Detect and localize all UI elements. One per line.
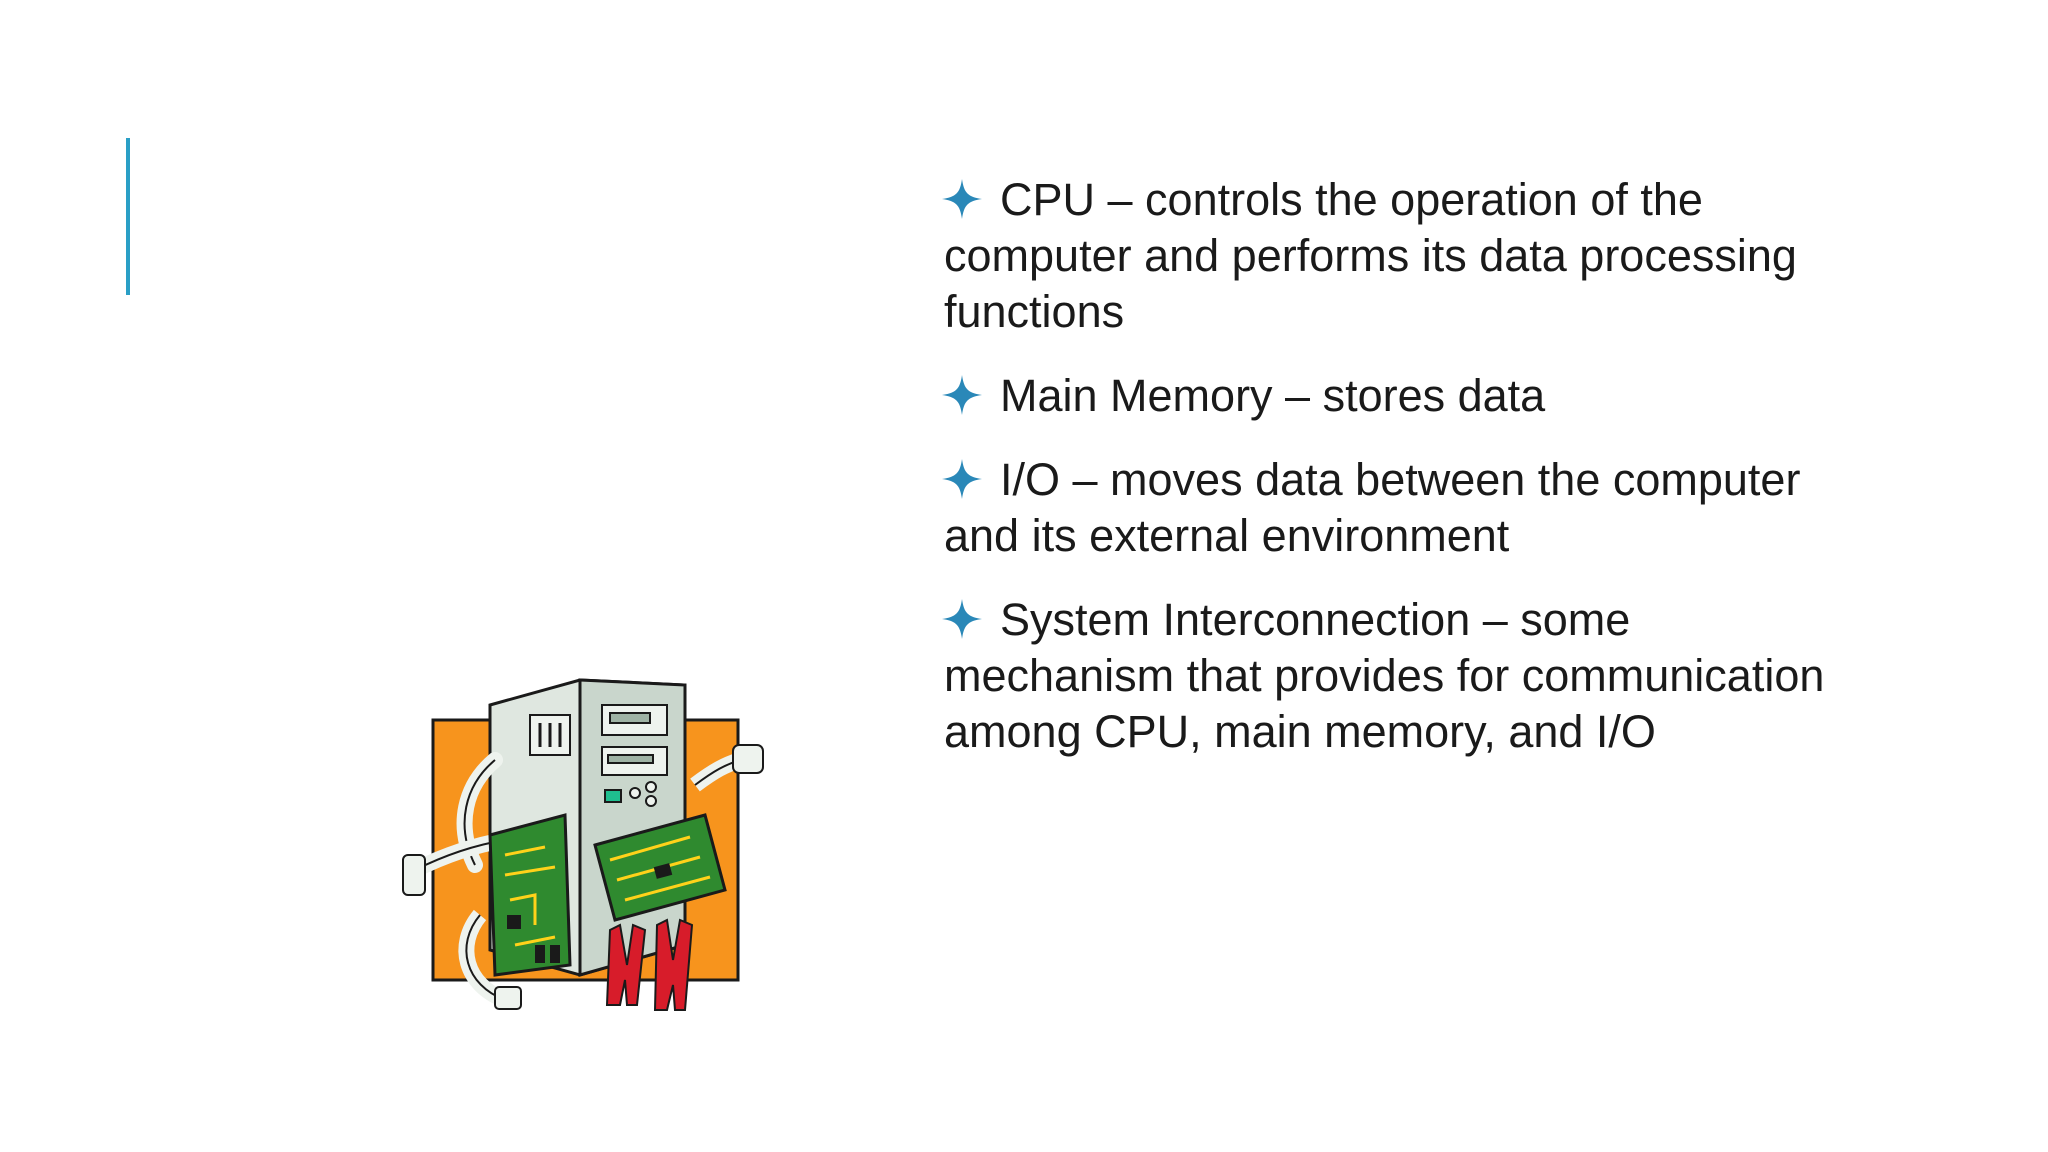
four-point-star-icon [942, 459, 982, 499]
bullet-item-cpu: CPU – controls the operation of the comp… [942, 172, 1864, 340]
bullet-item-system-interconnection: System Interconnection – some mechanism … [942, 592, 1864, 760]
bullet-item-main-memory: Main Memory – stores data [942, 368, 1864, 424]
bullet-list: CPU – controls the operation of the comp… [942, 172, 1864, 788]
bullet-text: Main Memory – stores data [1000, 370, 1546, 421]
four-point-star-icon [942, 599, 982, 639]
bullet-text: I/O – moves data between the computer an… [944, 454, 1801, 561]
four-point-star-icon [942, 179, 982, 219]
bullet-item-io: I/O – moves data between the computer an… [942, 452, 1864, 564]
bullet-text: CPU – controls the operation of the comp… [944, 174, 1797, 337]
bullet-text: System Interconnection – some mechanism … [944, 594, 1825, 757]
four-point-star-icon [942, 375, 982, 415]
computer-repair-clipart-icon [395, 675, 770, 1035]
accent-bar [126, 138, 130, 295]
